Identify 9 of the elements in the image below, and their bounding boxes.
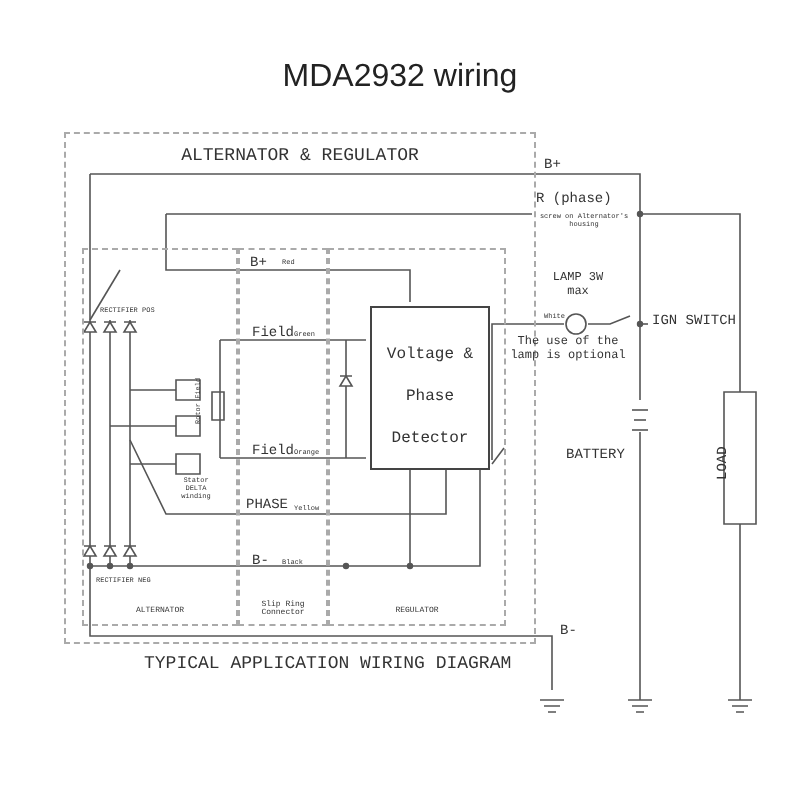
dashed-section-box bbox=[328, 248, 506, 626]
diagram-caption: TYPICAL APPLICATION WIRING DIAGRAM bbox=[144, 656, 512, 674]
detector-box bbox=[370, 306, 490, 470]
dashed-section-box bbox=[238, 248, 328, 626]
diagram-title: MDA2932 wiring bbox=[280, 60, 520, 96]
dashed-section-box bbox=[82, 248, 238, 626]
outer-dashed-box bbox=[64, 132, 536, 644]
section-label: Voltage & Phase Detector bbox=[384, 344, 476, 452]
box-title: ALTERNATOR & REGULATOR bbox=[179, 148, 421, 166]
